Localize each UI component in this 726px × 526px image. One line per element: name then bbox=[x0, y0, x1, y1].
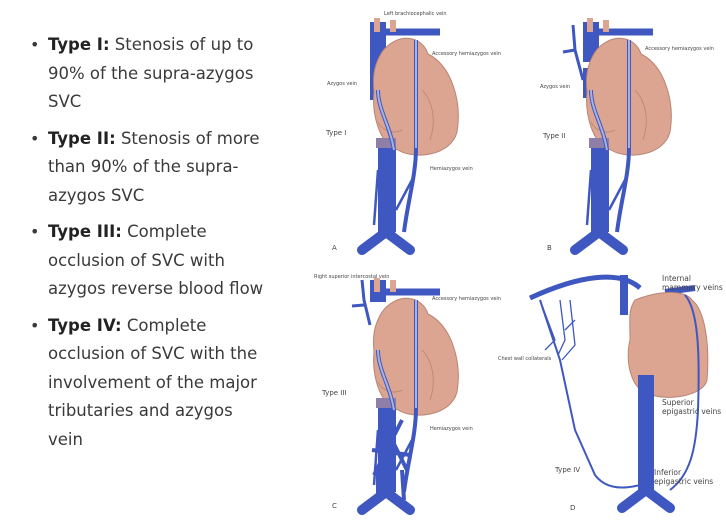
bullet-line: Type IV: Complete bbox=[48, 312, 308, 341]
bullet-line: Type III: Complete bbox=[48, 218, 308, 247]
svc-stump bbox=[620, 275, 628, 315]
label: Hemiazygos vein bbox=[430, 426, 473, 432]
panel-d-type-4: Chest wall collaterals Type IV D bbox=[498, 274, 709, 513]
bullet-line: Type I: Stenosis of up to bbox=[48, 31, 308, 60]
bullet-line: involvement of the major bbox=[48, 372, 257, 392]
bullet-dot: • bbox=[30, 315, 40, 335]
collateral-vein bbox=[562, 24, 585, 81]
panel-a-type-1: Left brachiocephalic vein Accessory hemi… bbox=[325, 11, 501, 252]
bullet-bold-label: Type II: bbox=[48, 128, 116, 148]
label: Accessory hemiazygos vein bbox=[432, 51, 501, 57]
panel-letter: A bbox=[332, 244, 337, 252]
bullet-bold-label: Type IV: bbox=[48, 315, 122, 335]
collateral-vein bbox=[371, 419, 411, 501]
iliac-veins bbox=[617, 485, 675, 513]
type-label: Type I bbox=[325, 129, 346, 137]
bullet-line: occlusion of SVC with the bbox=[48, 344, 258, 363]
panel-letter: B bbox=[547, 244, 552, 252]
label: Left brachiocephalic vein bbox=[384, 11, 447, 17]
bullet-type-2: • Type II: Stenosis of more than 90% of … bbox=[28, 125, 308, 211]
label-superior-epigastric-veins: Superior epigastric veins bbox=[662, 398, 722, 416]
panel-c-type-3: Right superior intercostal vein Accessor… bbox=[314, 274, 501, 510]
bullet-line: occlusion of SVC with bbox=[48, 250, 225, 270]
brachiocephalic-vein bbox=[664, 285, 696, 295]
chest-wall-collateral bbox=[539, 299, 641, 489]
bullet-text: Complete bbox=[126, 315, 207, 335]
label: Right superior intercostal vein bbox=[314, 274, 389, 280]
type-label: Type III bbox=[321, 389, 347, 397]
bullet-line: vein bbox=[48, 429, 83, 449]
bullet-text: Stenosis of up to bbox=[114, 35, 254, 54]
bullet-bold-label: Type I: bbox=[48, 35, 110, 54]
label: Chest wall collaterals bbox=[498, 356, 552, 362]
collateral-arch bbox=[528, 274, 642, 301]
bullet-dot: • bbox=[30, 128, 40, 148]
intercostal-vein bbox=[351, 279, 372, 326]
label-inferior-epigastric-veins: Inferior epigastric veins bbox=[654, 468, 714, 486]
bullet-dot: • bbox=[30, 222, 40, 241]
label: Hemiazygos vein bbox=[430, 166, 473, 172]
epigastric-vein bbox=[669, 294, 700, 491]
type-label: Type II bbox=[542, 132, 565, 140]
heart bbox=[627, 292, 709, 398]
bullet-list: • Type I: Stenosis of up to 90% of the s… bbox=[28, 31, 308, 462]
label: Accessory hemiazygos vein bbox=[432, 296, 501, 302]
bullet-line: tributaries and azygos bbox=[48, 401, 233, 420]
panel-letter: D bbox=[570, 504, 575, 512]
label-internal-mammary-veins: Internal mammary veins bbox=[662, 274, 723, 292]
bullet-type-1: • Type I: Stenosis of up to 90% of the s… bbox=[28, 31, 308, 117]
bullet-line: than 90% of the supra- bbox=[48, 157, 239, 176]
bullet-text: Complete bbox=[127, 222, 207, 241]
bullet-text: Stenosis of more bbox=[120, 128, 260, 148]
bullet-line: azygos reverse blood flow bbox=[48, 279, 264, 298]
label: Azygos vein bbox=[540, 84, 570, 90]
collateral-network bbox=[539, 299, 576, 361]
panel-b-type-2: Accessory hemiazygos vein Azygos vein Ty… bbox=[540, 18, 714, 252]
panel-letter: C bbox=[332, 502, 337, 510]
label: Azygos vein bbox=[327, 81, 357, 87]
bullet-line: 90% of the supra-azygos bbox=[48, 63, 254, 83]
bullet-line: Type II: Stenosis of more bbox=[48, 125, 308, 154]
label: Accessory hemiazygos vein bbox=[645, 46, 714, 52]
bullet-type-4: • Type IV: Complete occlusion of SVC wit… bbox=[28, 312, 308, 455]
bullet-line: azygos SVC bbox=[48, 185, 145, 205]
ivc-vein bbox=[638, 375, 654, 495]
bullet-bold-label: Type III: bbox=[48, 222, 122, 241]
bullet-dot: • bbox=[30, 35, 40, 54]
bullet-line: SVC bbox=[48, 92, 82, 111]
bullet-type-3: • Type III: Complete occlusion of SVC wi… bbox=[28, 218, 308, 304]
type-label: Type IV bbox=[554, 466, 580, 474]
